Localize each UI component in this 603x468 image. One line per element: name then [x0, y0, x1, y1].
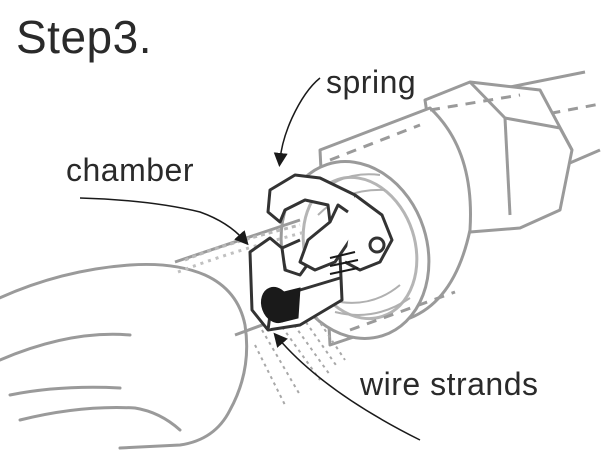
spring-contact	[266, 173, 394, 272]
step-title: Step3.	[16, 11, 152, 63]
wire-bundle-lines	[329, 251, 359, 275]
chamber-label: chamber	[66, 152, 194, 188]
spring-label: spring	[326, 64, 417, 100]
spring-leader	[273, 77, 321, 167]
wire-leader	[273, 332, 421, 441]
wire-strands-label: wire strands	[360, 366, 539, 402]
chamber-leader	[79, 197, 249, 246]
wire-bundle	[260, 286, 301, 324]
leader-lines	[79, 77, 421, 441]
hand-outline	[0, 262, 249, 450]
